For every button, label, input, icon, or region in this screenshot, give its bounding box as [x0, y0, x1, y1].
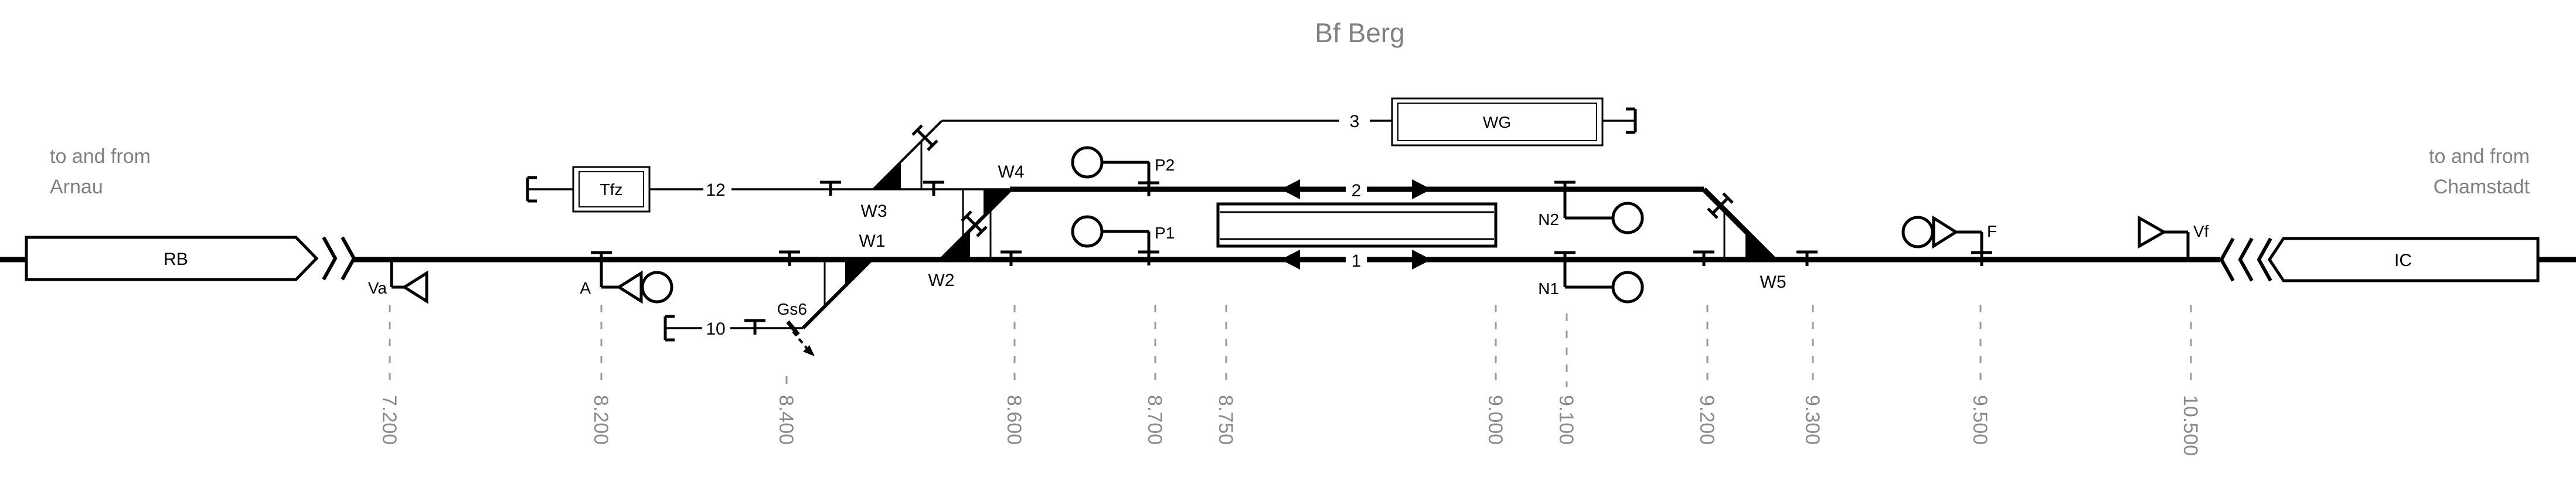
switch-w1-label: W1 [859, 231, 886, 251]
signal-f-icon [1901, 215, 1992, 266]
ic-chevrons-icon [2219, 237, 2272, 282]
corridor-left-line2: Arnau [50, 176, 103, 198]
track-12-number: 12 [706, 180, 725, 200]
tick-track1-8600 [1001, 250, 1022, 266]
wg-label: WG [1483, 113, 1511, 131]
signal-gs6-icon [786, 320, 815, 356]
signal-p2-label: P2 [1155, 156, 1175, 174]
signal-f-label: F [1987, 222, 1997, 240]
signal-n2-label: N2 [1538, 210, 1559, 229]
corridor-label-right: to and from Chamstadt [2429, 145, 2530, 198]
signal-vf-icon [2138, 215, 2190, 260]
tick-track1-9300 [1796, 250, 1818, 266]
track-10-number: 10 [706, 319, 725, 339]
km-grid [389, 305, 2192, 387]
track-direction-marks: 2 1 12 10 3 [706, 112, 1431, 339]
ic-train-label: IC [2394, 251, 2412, 270]
switch-w2-label: W2 [928, 271, 955, 290]
switch-w3-blade [873, 162, 901, 189]
km-labels: 7.200 8.200 8.400 8.600 8.700 8.750 9.00… [378, 395, 2201, 456]
buffer-stop-track3-icon [1626, 107, 1637, 134]
signal-n1-icon [1554, 251, 1644, 304]
km-label: 8.600 [1003, 395, 1025, 445]
buffer-stop-track12-icon [526, 176, 537, 203]
km-label: 8.400 [775, 395, 797, 445]
signal-a-label: A [580, 279, 591, 297]
track1-arrow-left-icon [1281, 250, 1300, 270]
track-2-number: 2 [1352, 181, 1362, 200]
switch-w4-label: W4 [998, 162, 1025, 182]
signal-n2-icon [1554, 180, 1644, 234]
tfz-label: Tfz [600, 180, 623, 199]
tick-track1-8400 [779, 250, 800, 266]
w5-diagonal-joint-mark [1707, 192, 1734, 219]
km-label: 10.500 [2179, 395, 2201, 456]
switch-w3-label: W3 [861, 202, 887, 221]
km-label: 8.200 [590, 395, 612, 445]
signal-vf-label: Vf [2193, 222, 2209, 240]
signal-gs6-label: Gs6 [777, 300, 807, 318]
km-label: 9.200 [1696, 395, 1718, 445]
track1-arrow-right-icon [1412, 250, 1431, 270]
switch-w4-blade [984, 189, 1011, 217]
switch-w1-blade [845, 260, 872, 286]
km-label: 8.750 [1214, 395, 1237, 445]
tick-track12-b [923, 180, 944, 196]
track2-arrow-right-icon [1412, 179, 1431, 199]
track2-arrow-left-icon [1281, 179, 1300, 199]
signal-p2-icon [1071, 146, 1159, 196]
switch-w5-blade [1745, 231, 1774, 260]
switch-w2-blade [941, 230, 970, 260]
km-label: 8.700 [1144, 395, 1166, 445]
platform [1216, 202, 1498, 248]
tick-track10 [744, 319, 765, 335]
buffer-stops [526, 107, 1637, 342]
km-label: 9.300 [1801, 395, 1823, 445]
rb-chevrons-icon [322, 236, 356, 281]
switch-w5-label: W5 [1760, 272, 1786, 292]
signal-p1-icon [1071, 215, 1159, 265]
track-ticks [744, 180, 1818, 335]
signals: Va A Gs6 P2 [368, 146, 2209, 356]
buffer-stop-track10-icon [663, 315, 675, 342]
km-label: 7.200 [378, 395, 400, 445]
rb-train-box [25, 236, 319, 281]
km-label: 9.500 [1969, 395, 1991, 445]
route-boxes: RB Tfz WG IC [25, 97, 2540, 282]
tick-track12-a [820, 180, 841, 196]
track-3-number: 3 [1350, 112, 1360, 131]
page-title: Bf Berg [1315, 18, 1404, 48]
km-label: 9.000 [1484, 395, 1506, 445]
wg-box: WG [1391, 97, 1604, 146]
switches: W3 W1 W4 W2 W5 [823, 124, 1786, 306]
rb-train-label: RB [164, 250, 188, 269]
signal-p1-label: P1 [1155, 224, 1175, 242]
km-label: 9.100 [1555, 395, 1577, 445]
corridor-label-left: to and from Arnau [50, 145, 151, 198]
signal-va-icon [390, 260, 428, 304]
w3-diagonal-joint-mark [911, 124, 938, 151]
track-1-number: 1 [1352, 251, 1362, 271]
signal-n1-label: N1 [1538, 280, 1559, 298]
corridor-right-line1: to and from [2429, 145, 2530, 168]
ic-train-box [2267, 237, 2540, 282]
w2-w4-diagonal-joint-mark [961, 210, 988, 237]
signal-va-label: Va [368, 279, 387, 297]
corridor-right-line2: Chamstadt [2434, 176, 2530, 198]
tick-track1-9200 [1693, 250, 1714, 266]
tfz-box: Tfz [572, 166, 651, 213]
corridor-left-line1: to and from [50, 145, 151, 168]
signal-a-icon [591, 251, 673, 304]
